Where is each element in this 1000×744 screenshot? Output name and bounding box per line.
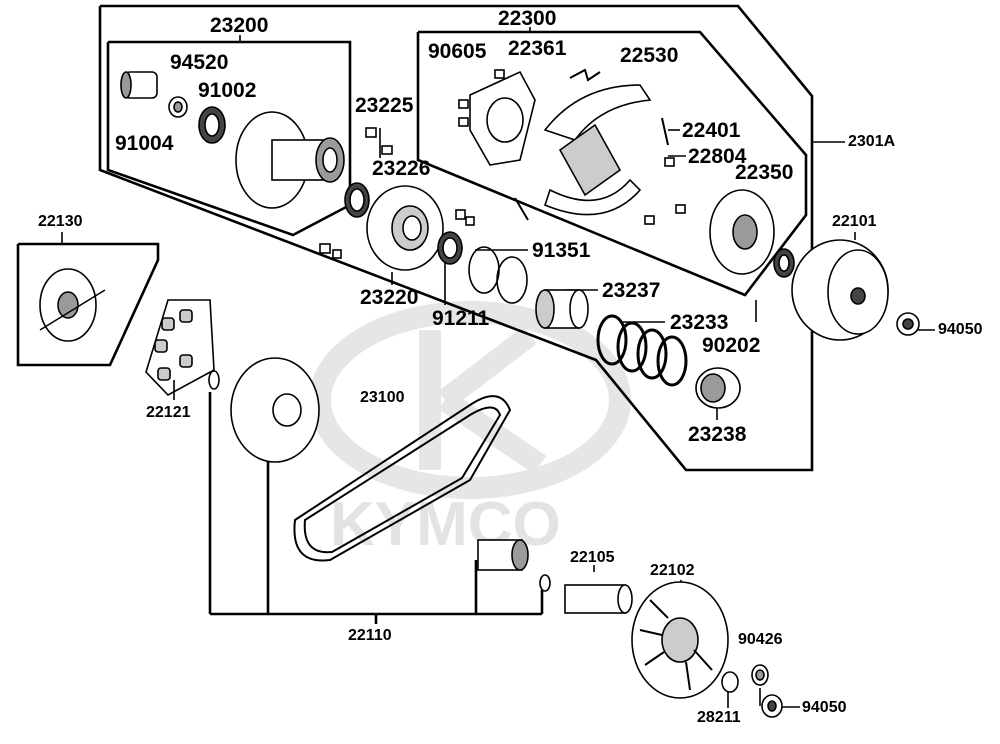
label-22350: 22350 — [735, 161, 794, 184]
outline-2301a — [98, 4, 814, 472]
part-22361-plate — [469, 70, 536, 166]
label-90605: 90605 — [428, 40, 487, 63]
part-94520-washer — [168, 96, 188, 118]
label-22102: 22102 — [650, 562, 695, 579]
part-23226-pin — [381, 145, 393, 155]
part-94050-nut-a — [896, 312, 920, 336]
label-23225: 23225 — [355, 94, 414, 117]
part-23237-collar — [535, 289, 589, 329]
label-91004: 91004 — [115, 132, 174, 155]
part-seal-ring — [344, 182, 370, 218]
label-94050-top: 94050 — [938, 321, 983, 338]
part-22804-pins — [644, 157, 686, 225]
part-94050-nut-b — [761, 694, 783, 718]
part-22101-bell — [791, 239, 889, 341]
label-94520: 94520 — [170, 51, 229, 74]
part-91351-orings — [468, 246, 528, 304]
label-23226: 23226 — [372, 157, 431, 180]
outline-22300 — [416, 30, 808, 297]
outline-22121 — [145, 299, 215, 396]
label-22121: 22121 — [146, 404, 191, 421]
label-94050-bottom: 94050 — [802, 699, 847, 716]
label-90426: 90426 — [738, 631, 783, 648]
label-22130: 22130 — [38, 213, 83, 230]
part-springs — [514, 68, 669, 221]
part-90202-nut — [773, 248, 795, 278]
part-22121-rollers — [154, 309, 193, 381]
label-90202: 90202 — [702, 334, 761, 357]
label-23233: 23233 — [670, 311, 729, 334]
part-23200-sheave — [235, 111, 345, 209]
part-90605-nuts — [458, 69, 505, 127]
label-91351: 91351 — [532, 239, 591, 262]
part-22102-fan — [631, 581, 729, 699]
label-22530: 22530 — [620, 44, 679, 67]
part-91211-seal — [437, 231, 463, 265]
part-drive-face — [208, 357, 320, 463]
part-90426-washer — [751, 664, 769, 686]
label-23238: 23238 — [688, 423, 747, 446]
label-23200: 23200 — [210, 14, 269, 37]
label-91002: 91002 — [198, 79, 257, 102]
label-22401: 22401 — [682, 119, 741, 142]
label-22361: 22361 — [508, 37, 567, 60]
label-22110: 22110 — [348, 627, 392, 644]
part-91002-seal — [198, 106, 226, 144]
part-28211-plate — [721, 671, 739, 693]
part-91004-bushing — [120, 71, 158, 99]
part-bushing-22110 — [477, 539, 551, 592]
label-22105: 22105 — [570, 549, 615, 566]
part-22105-collar — [564, 584, 633, 614]
part-23100-belt — [293, 395, 512, 562]
label-22101: 22101 — [832, 213, 877, 230]
label-22300: 22300 — [498, 7, 557, 30]
part-22350-plate — [709, 189, 775, 275]
part-23225-pin — [365, 127, 377, 138]
part-23238-seat — [695, 367, 741, 409]
leader-lines — [61, 27, 935, 708]
label-23220: 23220 — [360, 286, 419, 309]
label-91211: 91211 — [432, 307, 490, 330]
part-23220-plate — [366, 185, 444, 271]
outline-23200 — [106, 40, 352, 237]
label-23237: 23237 — [602, 279, 661, 302]
part-23233-spring — [596, 314, 688, 387]
label-23100: 23100 — [360, 389, 405, 406]
bracket-22110 — [208, 392, 544, 624]
label-22804: 22804 — [688, 145, 747, 168]
part-22130-ramp — [39, 268, 106, 342]
part-small-pins — [319, 209, 475, 259]
part-22530-shoes — [543, 84, 652, 216]
label-28211: 28211 — [697, 709, 741, 726]
outline-22130 — [16, 242, 160, 367]
label-2301a: 2301A — [848, 133, 896, 150]
